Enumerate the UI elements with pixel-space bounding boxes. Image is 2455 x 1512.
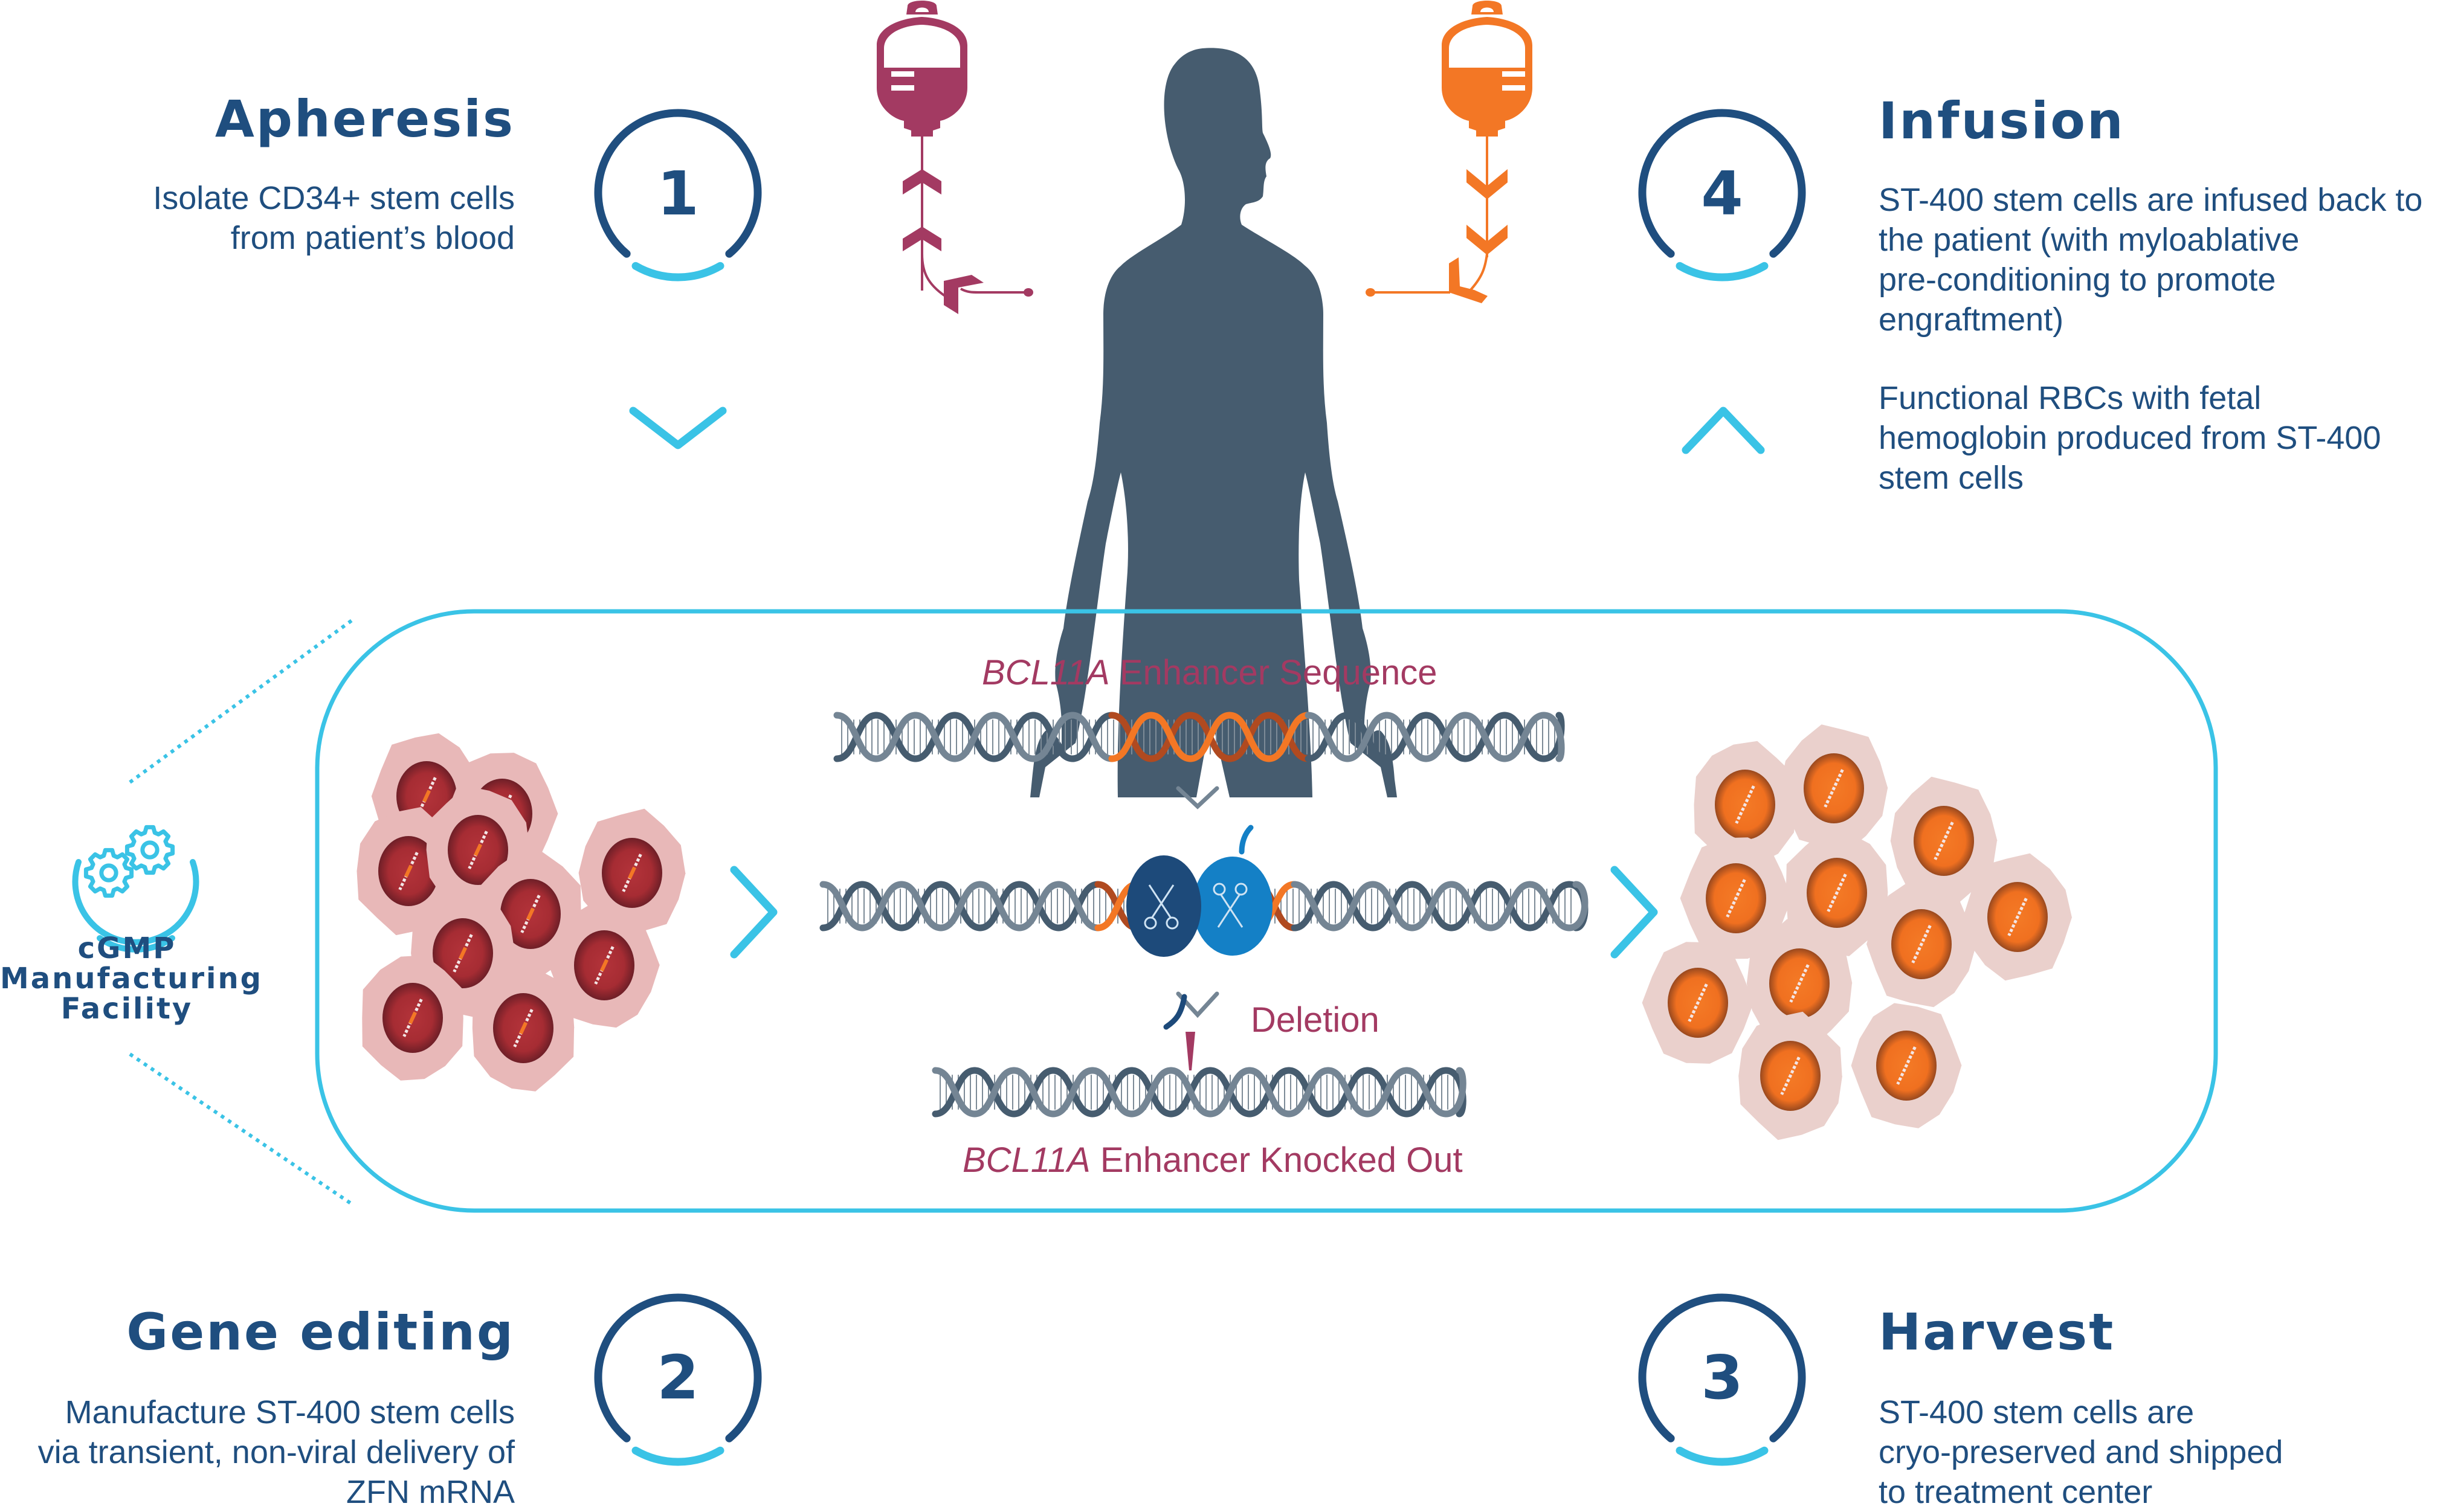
nucleus-dna-icon [402, 999, 423, 1037]
step-3-title: Harvest [1879, 1302, 2115, 1362]
step-4-description: ST-400 stem cells are infused back to th… [1879, 180, 2455, 339]
gene-name: BCL11A [963, 1140, 1091, 1180]
nucleus-dna-icon [1896, 1046, 1917, 1085]
facility-label-line: cGMP [77, 931, 176, 965]
step-2-title: Gene editing [126, 1302, 515, 1362]
gene-editing-panel-border [315, 609, 2218, 1213]
nucleus-dna-icon [1824, 769, 1844, 808]
edited-cell [1642, 942, 1754, 1064]
step-3-number: 3 [1701, 1342, 1743, 1413]
nucleus-dna-icon [622, 854, 642, 892]
desc-line: Isolate CD34+ stem cells [153, 180, 515, 216]
nucleus-dna-icon [398, 852, 419, 890]
unedited-cell [549, 903, 660, 1028]
step-4-title: Infusion [1879, 91, 2125, 150]
apheresis-iv-bag-icon [877, 1, 1033, 314]
enhancer-sequence-label: BCL11A Enhancer Sequence [982, 652, 1437, 693]
deletion-marker-icon [1186, 1032, 1195, 1070]
step-2-description: Manufacture ST-400 stem cells via transi… [0, 1392, 515, 1512]
desc-line: via transient, non-viral delivery of [37, 1434, 515, 1470]
edited-cell [1738, 1011, 1842, 1140]
edited-cell [1694, 741, 1796, 869]
nucleus-dna-icon [1726, 879, 1746, 918]
edited-cell [1866, 881, 1977, 1008]
desc-line: Manufacture ST-400 stem cells [65, 1394, 515, 1430]
edited-cell [1779, 724, 1888, 852]
nucleus-dna-icon [1780, 1057, 1801, 1095]
dna-enhancer-sequence [833, 712, 1565, 762]
step-1-number: 1 [657, 158, 699, 229]
chevron-right-icon [730, 866, 778, 959]
step-2-circle-icon [594, 1293, 762, 1466]
desc-line: stem cells [1879, 460, 2024, 496]
edited-cell [1680, 837, 1792, 959]
dna-knocked-out [932, 1067, 1466, 1118]
unedited-cell [472, 965, 575, 1092]
nucleus-dna-icon [594, 946, 615, 985]
edited-stem-cells [1642, 724, 2073, 1140]
edited-cell [1851, 1003, 1962, 1128]
desc-line: ST-400 stem cells are [1879, 1394, 2195, 1430]
label-text: Enhancer Knocked Out [1090, 1140, 1463, 1180]
nucleus-dna-icon [453, 934, 473, 973]
nucleus-dna-icon [1688, 983, 1708, 1022]
edited-cell [1890, 776, 1998, 906]
nucleus-dna-icon [1827, 873, 1847, 912]
gene-name: BCL11A [982, 653, 1110, 692]
infusion-iv-bag-icon [1366, 1, 1532, 303]
step-2-number: 2 [657, 1342, 699, 1413]
nucleus-dna-icon [1735, 785, 1755, 824]
facility-label-line: Facility [60, 992, 193, 1026]
desc-line: hemoglobin produced from ST-400 [1879, 420, 2381, 456]
desc-line: pre-conditioning to promote [1879, 262, 2276, 298]
facility-connector-top [129, 617, 355, 784]
desc-line: to treatment center [1879, 1474, 2153, 1510]
step-4-outcome: Functional RBCs with fetal hemoglobin pr… [1879, 378, 2455, 498]
unedited-cell [362, 955, 463, 1081]
desc-line: Functional RBCs with fetal [1879, 380, 2262, 416]
desc-line: ST-400 stem cells are infused back to [1879, 182, 2423, 218]
step-4-circle-icon [1638, 109, 1806, 281]
patient-silhouette [1030, 48, 1397, 798]
nucleus-dna-icon [468, 831, 488, 869]
enhancer-knocked-out-label: BCL11A Enhancer Knocked Out [963, 1140, 1463, 1180]
chevron-down-icon [629, 407, 727, 449]
unedited-stem-cells [356, 733, 686, 1092]
nucleus-dna-icon [520, 895, 541, 933]
desc-line: cryo-preserved and shipped [1879, 1434, 2283, 1470]
facility-label: cGMP Manufacturing Facility [0, 931, 263, 1026]
edited-cell [1746, 919, 1853, 1048]
step-4-number: 4 [1701, 158, 1743, 229]
step-3-description: ST-400 stem cells are cryo-preserved and… [1879, 1392, 2422, 1512]
step-1-description: Isolate CD34+ stem cells from patient’s … [0, 178, 515, 258]
edited-cell [1786, 829, 1888, 956]
nucleus-dna-icon [1911, 925, 1932, 963]
edited-cell [1963, 853, 2073, 981]
facility-label-line: Manufacturing [0, 962, 263, 996]
gears-icon [72, 825, 199, 953]
chevron-right-icon [1610, 866, 1658, 959]
desc-line: from patient’s blood [230, 220, 515, 256]
nucleus-dna-icon [2007, 898, 2028, 936]
desc-line: ZFN mRNA [346, 1474, 515, 1510]
step-3-circle-icon [1638, 1293, 1806, 1466]
zfn-scissors-icon [1126, 825, 1273, 1030]
chevron-up-icon [1682, 407, 1765, 454]
deletion-label: Deletion [1251, 1000, 1379, 1040]
nucleus-dna-icon [1789, 964, 1810, 1003]
desc-line: engraftment) [1879, 301, 2064, 338]
chevron-down-small-icon [1176, 786, 1219, 809]
nucleus-dna-icon [513, 1009, 534, 1047]
facility-connector-bottom [129, 1052, 355, 1207]
nucleus-dna-icon [1934, 822, 1954, 860]
desc-line: the patient (with myloablative [1879, 222, 2300, 258]
step-1-title: Apheresis [215, 89, 515, 149]
step-1-circle-icon [594, 109, 762, 281]
label-text: Enhancer Sequence [1109, 653, 1437, 692]
